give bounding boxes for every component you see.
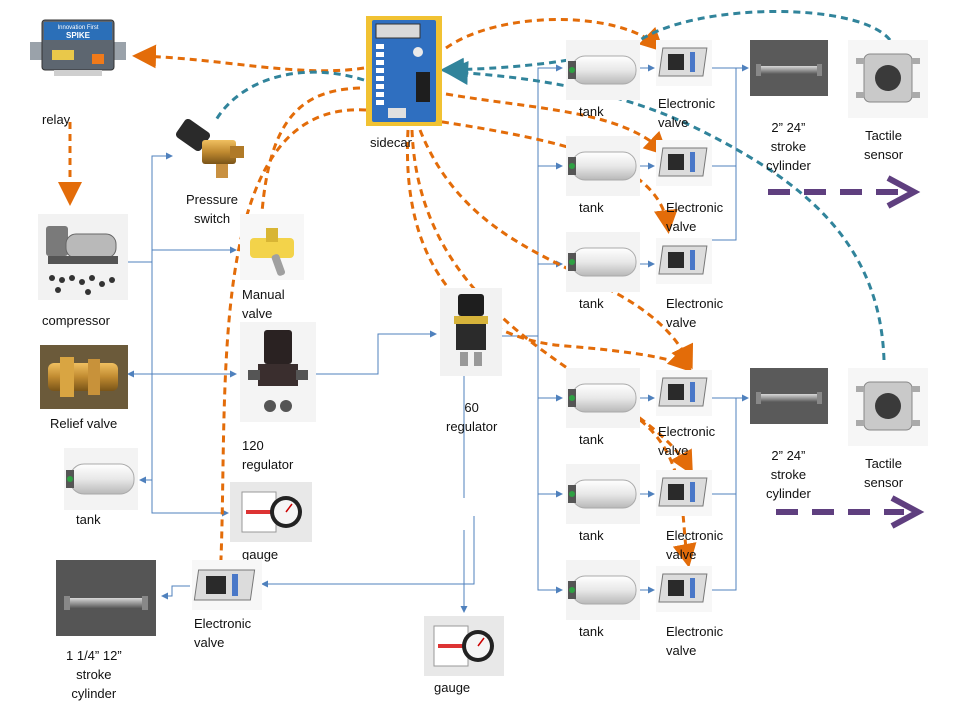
tank-label: tank — [579, 200, 604, 215]
tank-label: tank — [579, 432, 604, 447]
cylinder-large-label: 2” 24” stroke cylinder — [766, 448, 811, 501]
electronic-valve-icon — [192, 560, 262, 610]
tactile-sensor-label: Tactile sensor — [864, 456, 904, 490]
pressure-switch-icon — [174, 118, 250, 180]
cylinder-icon — [56, 560, 156, 636]
tank-label: tank — [579, 528, 604, 543]
compressor-label: compressor — [42, 313, 110, 328]
regulator-120-label: 120 regulator — [242, 438, 294, 472]
electronic-valve-label: Electronic valve — [658, 96, 716, 130]
electronic-valve-icon — [656, 40, 712, 86]
gauge-bottom-label: gauge — [434, 680, 471, 695]
electronic-valve-icon — [656, 140, 712, 186]
manual-valve-label: Manual valve — [242, 287, 285, 321]
sidecar-board-icon — [366, 16, 442, 126]
cylinder-icon — [750, 368, 828, 424]
tank-label: tank — [579, 624, 604, 639]
relay-label: relay — [42, 112, 71, 127]
cylinder-icon — [750, 40, 828, 96]
tank-label: tank — [579, 296, 604, 311]
relief-valve-icon — [40, 345, 128, 409]
tank-icon — [566, 40, 640, 100]
relay-brand-text: Innovation First — [57, 25, 98, 31]
gauge-icon — [230, 482, 312, 542]
tank-icon — [566, 464, 640, 524]
tank-left-label: tank — [76, 512, 101, 527]
electronic-valve-label: Electronic valve — [658, 424, 716, 458]
regulator-icon — [440, 288, 502, 376]
tank-icon — [566, 560, 640, 620]
electronic-valve-icon — [656, 566, 712, 612]
cylinder-large-label: 2” 24” stroke cylinder — [766, 120, 811, 173]
air-lines — [127, 64, 749, 613]
electronic-valve-bottom-label: Electronic valve — [194, 616, 252, 650]
pressure-switch-label: Pressure switch — [186, 192, 239, 226]
gauge-icon — [424, 616, 504, 676]
tank-icon — [566, 368, 640, 428]
electronic-valve-label: Electronic valve — [666, 296, 724, 330]
tank-label: tank — [579, 104, 604, 119]
tactile-sensor-label: Tactile sensor — [864, 128, 904, 162]
electronic-valve-icon — [656, 370, 712, 416]
sensor-signal-lines — [214, 10, 892, 361]
regulator-icon — [240, 322, 316, 422]
electronic-valve-label: Electronic valve — [666, 200, 724, 234]
electronic-valve-icon — [656, 470, 712, 516]
relay-name-text: SPIKE — [66, 31, 91, 40]
electronic-valve-label: Electronic valve — [666, 528, 724, 562]
motion-arrows — [768, 175, 925, 529]
electronic-valve-icon — [656, 238, 712, 284]
tank-icon — [566, 136, 640, 196]
cylinder-small-label: 1 1/4” 12” stroke cylinder — [66, 648, 122, 701]
tank-icon — [64, 448, 138, 510]
tactile-sensor-icon — [848, 368, 928, 446]
regulator-60-label: 60 regulator — [446, 400, 498, 434]
relay-icon: Innovation First SPIKE — [30, 14, 126, 80]
relief-valve-label: Relief valve — [50, 416, 118, 431]
tactile-sensor-icon — [848, 40, 928, 118]
electronic-valve-label: Electronic valve — [666, 624, 724, 658]
sidecar-label: sidecar — [370, 135, 412, 150]
tank-icon — [566, 232, 640, 292]
manual-valve-icon — [240, 214, 304, 280]
compressor-icon — [38, 214, 128, 300]
gauge-left-label: gauge — [242, 547, 279, 562]
